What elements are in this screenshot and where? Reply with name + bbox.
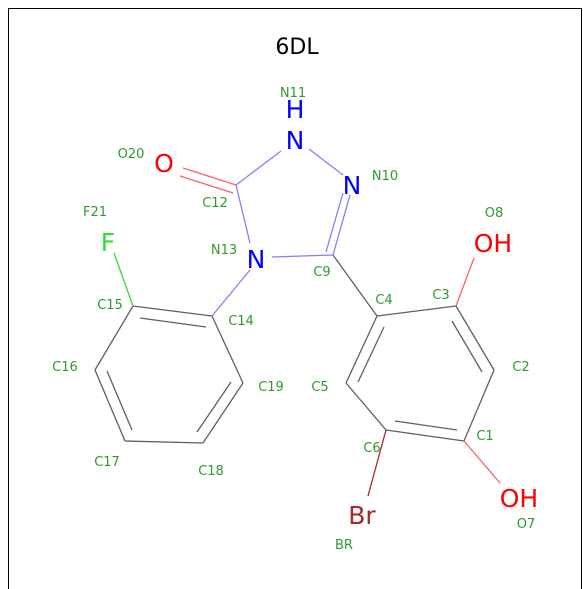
bond-c15-f21 <box>113 252 134 307</box>
bond-c3-c2 <box>455 305 495 371</box>
bond-c6-br <box>367 429 387 497</box>
atom-o7: OH <box>500 484 538 513</box>
bond-c16-c17 <box>94 369 126 442</box>
bond-c1-c6-inner <box>394 420 458 431</box>
label-c1: C1 <box>476 429 493 444</box>
bond-c15-c16 <box>94 305 134 371</box>
label-c2: C2 <box>512 360 529 375</box>
bond-n11-c12 <box>235 150 282 186</box>
label-c6: C6 <box>363 441 380 456</box>
bond-c12-o20-a <box>182 167 237 186</box>
atom-n11: N <box>286 126 305 155</box>
label-o7: O7 <box>517 517 536 532</box>
bond-n10-c9-b <box>325 192 344 253</box>
bond-c5-c4-inner <box>357 326 385 383</box>
bonds <box>94 148 501 497</box>
atom-f21: F <box>101 228 115 257</box>
label-n13: N13 <box>211 243 237 258</box>
bond-c9-c4 <box>332 254 378 317</box>
label-c14: C14 <box>228 314 254 329</box>
atom-labels: N11 O20 N10 O8 F21 C12 N13 C9 C4 C3 C15 … <box>52 86 535 553</box>
bond-c18-c19 <box>202 382 244 444</box>
bond-c4-c3 <box>376 305 457 317</box>
atom-symbols: H N N N O F OH OH Br <box>101 95 538 530</box>
atom-h11: H <box>286 95 305 124</box>
label-c19: C19 <box>258 380 284 395</box>
label-f21: F21 <box>83 205 107 220</box>
label-c12: C12 <box>202 196 228 211</box>
bond-c2-c1 <box>463 369 495 442</box>
label-n10: N10 <box>372 169 398 184</box>
bond-c17-c18 <box>124 440 204 444</box>
label-c18: C18 <box>198 464 224 479</box>
atom-o20: O <box>154 149 174 178</box>
bond-c6-c5 <box>345 382 387 431</box>
label-c4: C4 <box>375 293 392 308</box>
bond-c14-c15 <box>132 305 213 317</box>
bond-n10-c9-a <box>332 194 351 256</box>
bond-c3-o8 <box>455 257 475 307</box>
bond-n13-c14 <box>211 269 251 317</box>
bond-c9-n13 <box>271 254 334 258</box>
label-o20: O20 <box>118 147 145 162</box>
bond-c1-o7 <box>463 440 501 484</box>
bond-c3-c2-inner <box>451 320 483 373</box>
atom-n13: N <box>247 245 266 274</box>
diagram-title: 6DL <box>275 35 319 60</box>
label-n11: N11 <box>280 86 306 101</box>
bond-c1-c6 <box>385 429 465 442</box>
atom-n10: N <box>343 171 362 200</box>
diagram-frame <box>8 8 582 589</box>
label-o8: O8 <box>485 206 504 221</box>
atom-o8: OH <box>474 229 512 258</box>
label-c3: C3 <box>432 288 449 303</box>
bond-c19-c14 <box>211 315 244 384</box>
label-c17: C17 <box>94 455 120 470</box>
label-c16: C16 <box>52 360 78 375</box>
bond-c18-c19-inner <box>196 381 232 433</box>
label-br: BR <box>335 538 353 553</box>
bond-c12-o20-b <box>179 175 234 194</box>
label-c9: C9 <box>313 265 330 280</box>
bond-c5-c4 <box>345 315 378 384</box>
bond-c16-c17-inner <box>106 370 133 431</box>
bond-c12-n13 <box>235 184 251 244</box>
label-c5: C5 <box>311 380 328 395</box>
atom-br: Br <box>348 501 376 530</box>
label-c15: C15 <box>97 298 123 313</box>
bond-n11-n10 <box>308 148 344 176</box>
bond-c14-c15-inner <box>139 317 207 328</box>
